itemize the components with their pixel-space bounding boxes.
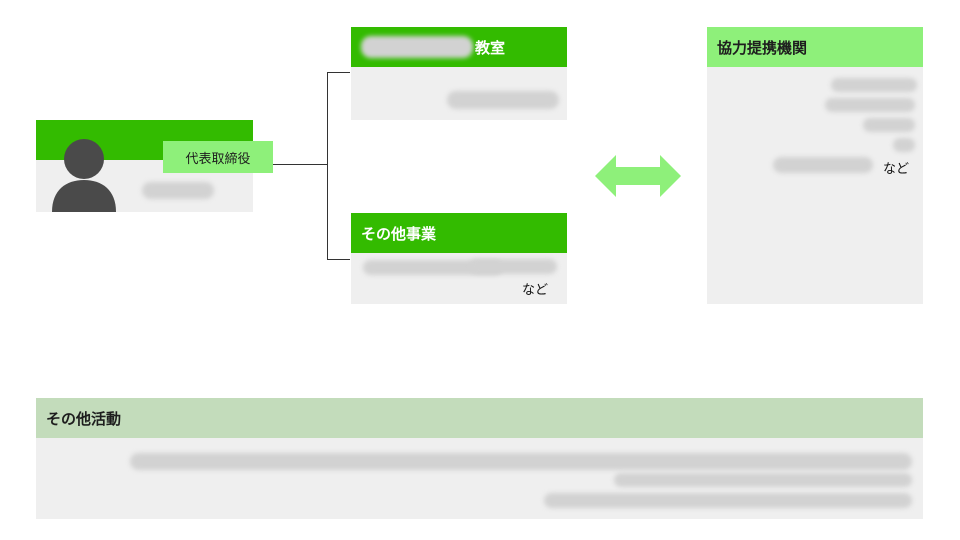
connector-vertical — [327, 72, 328, 260]
other-business-card-header: その他事業 — [351, 213, 567, 253]
other-activities-title: その他活動 — [46, 409, 122, 428]
connector-horizontal — [273, 164, 328, 165]
redacted-business-line-2 — [469, 259, 557, 274]
partners-title: 協力提携機関 — [717, 38, 808, 57]
other-business-card: その他事業 など — [351, 213, 567, 304]
connector-top — [327, 72, 350, 73]
redacted-classroom-name — [361, 36, 473, 58]
connector-bottom — [327, 259, 350, 260]
partners-etc: など — [883, 162, 910, 177]
redacted-partner-3 — [863, 118, 915, 132]
redacted-partner-2 — [825, 98, 915, 112]
classroom-card: 教室 — [351, 27, 567, 120]
other-business-etc: など — [522, 283, 549, 298]
redacted-activities-line-2 — [614, 473, 912, 487]
other-business-title: その他事業 — [361, 224, 437, 243]
redacted-activities-line-1 — [130, 453, 912, 470]
redacted-partner-5 — [773, 157, 873, 173]
representative-title-label: 代表取締役 — [163, 141, 273, 173]
person-icon — [52, 139, 116, 212]
partners-card-header: 協力提携機関 — [707, 27, 923, 67]
redacted-name — [142, 182, 214, 199]
classroom-card-header: 教室 — [351, 27, 567, 67]
other-activities-header: その他活動 — [36, 398, 923, 438]
double-arrow-icon — [595, 155, 681, 197]
partners-card: 協力提携機関 など — [707, 27, 923, 304]
other-activities-card: その他活動 — [36, 398, 923, 519]
redacted-classroom-detail — [447, 91, 559, 109]
redacted-partner-1 — [831, 78, 917, 92]
classroom-title-suffix: 教室 — [475, 39, 506, 57]
redacted-business-line-1 — [363, 260, 503, 275]
redacted-activities-line-3 — [544, 493, 912, 508]
redacted-partner-4 — [893, 138, 915, 152]
